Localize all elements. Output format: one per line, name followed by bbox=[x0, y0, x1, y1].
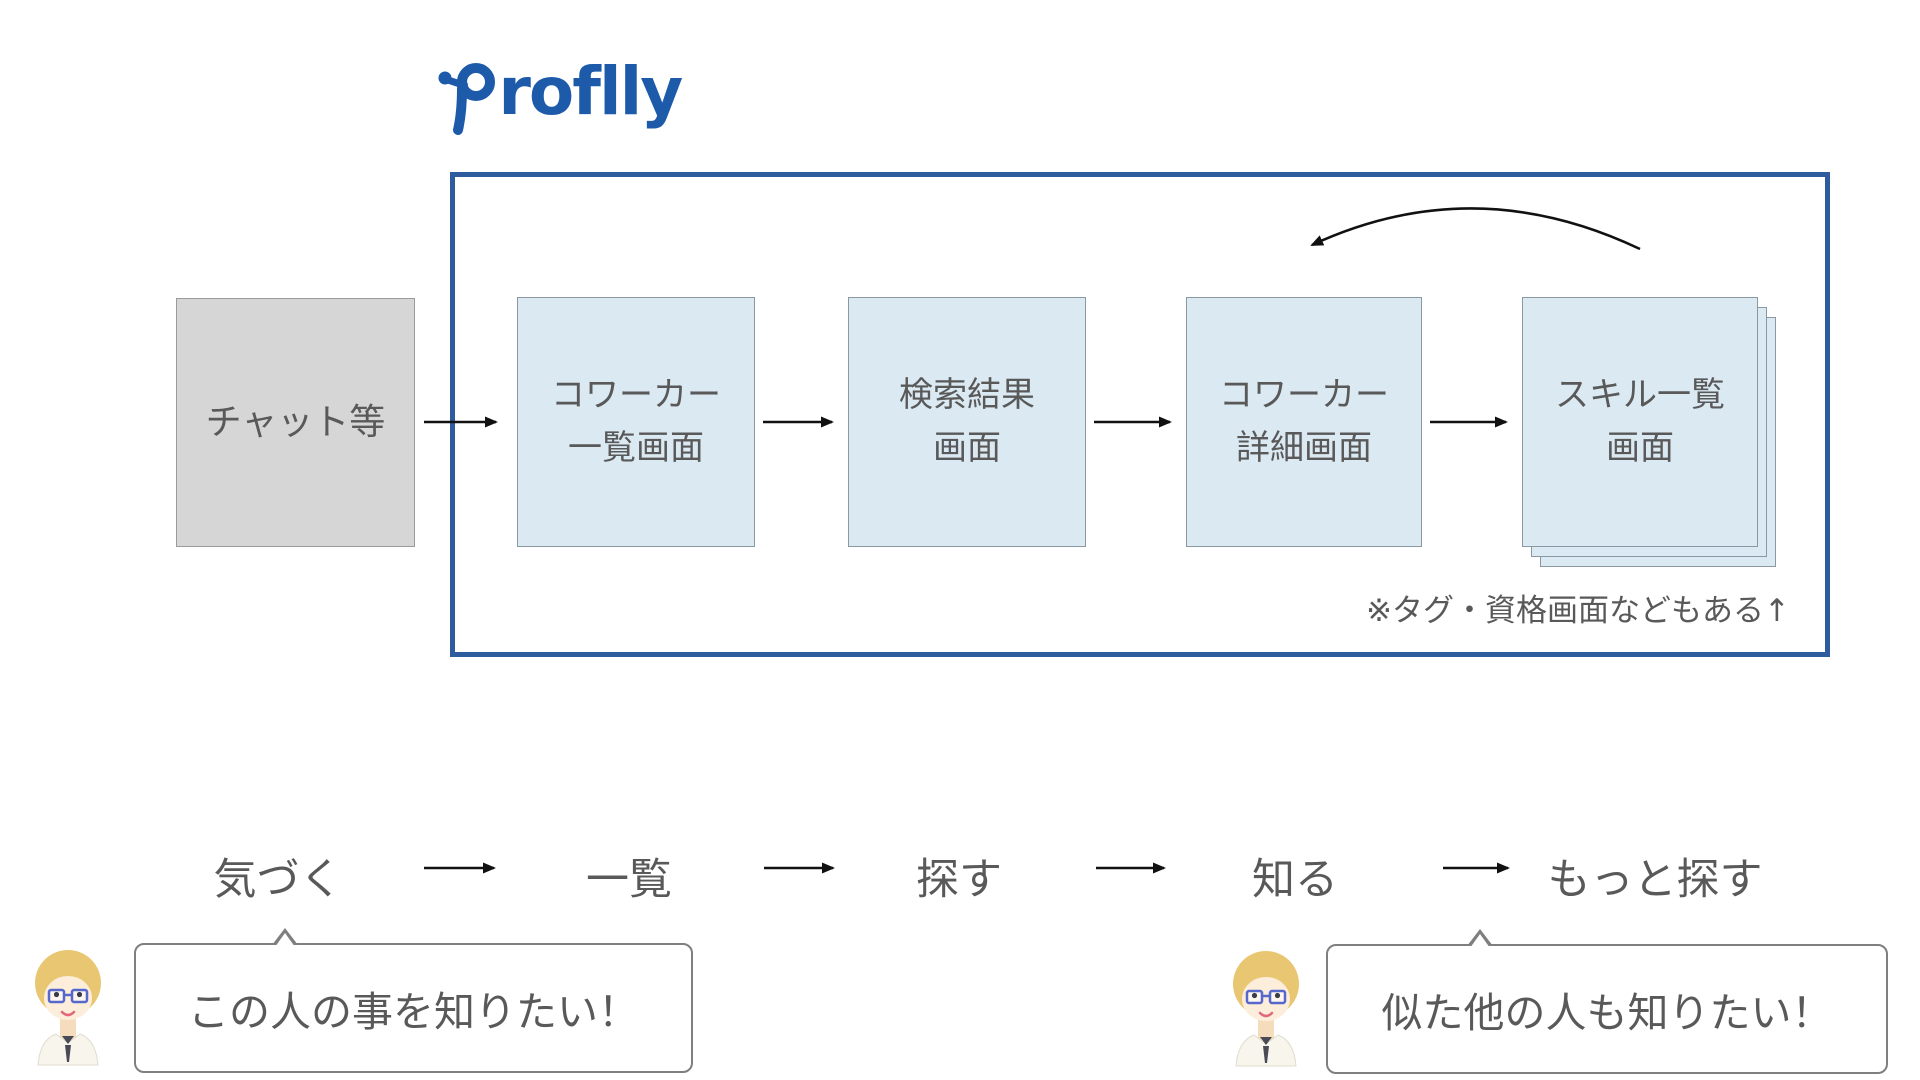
speech-bubble-text: 似た他の人も知りたい！ bbox=[1381, 989, 1833, 1037]
screen-box-coworker-list: コワーカー 一覧画面 bbox=[517, 297, 755, 547]
screen-box-label-line: 詳細画面 bbox=[1236, 428, 1372, 468]
screen-box-label-line: 画面 bbox=[933, 428, 1001, 468]
proflly-boundary-frame bbox=[450, 172, 1830, 657]
speech-bubble-text: この人の事を知りたい！ bbox=[188, 988, 639, 1036]
proflly-logo-p-icon bbox=[438, 63, 495, 135]
avatar-user-icon bbox=[1233, 951, 1299, 1067]
entry-box-label: チャット等 bbox=[205, 401, 386, 443]
journey-step-notice: 気づく bbox=[213, 855, 343, 905]
screen-box-label-line: コワーカー bbox=[1219, 375, 1389, 416]
frame-note: ※タグ・資格画面などもある↑ bbox=[1366, 593, 1790, 629]
journey-step-search: 探す bbox=[916, 855, 1002, 905]
screen-box-label-line: 一覧画面 bbox=[568, 428, 704, 468]
screen-box-skill-list-stack: スキル一覧 画面 bbox=[1522, 297, 1776, 567]
screen-box-coworker-detail: コワーカー 詳細画面 bbox=[1186, 297, 1422, 547]
speech-bubble-right: 似た他の人も知りたい！ bbox=[1326, 929, 1888, 1074]
screen-box-search-results: 検索結果 画面 bbox=[848, 297, 1086, 547]
journey-step-search-more: もっと探す bbox=[1547, 855, 1763, 905]
proflly-logo: Proflly bbox=[438, 52, 683, 135]
screen-box-skill-list: スキル一覧 画面 bbox=[1522, 297, 1758, 547]
speech-bubble-left: この人の事を知りたい！ bbox=[134, 928, 693, 1073]
screen-box-label-line: 画面 bbox=[1606, 428, 1674, 468]
screen-box-label-line: スキル一覧 bbox=[1555, 375, 1725, 416]
journey-step-list: 一覧 bbox=[586, 855, 672, 905]
screen-box-label-line: コワーカー bbox=[551, 375, 721, 416]
entry-box-chat: チャット等 bbox=[176, 298, 415, 547]
journey-step-know: 知る bbox=[1252, 855, 1338, 905]
screen-box-label-line: 検索結果 bbox=[899, 375, 1035, 416]
avatar-user-icon bbox=[35, 950, 101, 1066]
